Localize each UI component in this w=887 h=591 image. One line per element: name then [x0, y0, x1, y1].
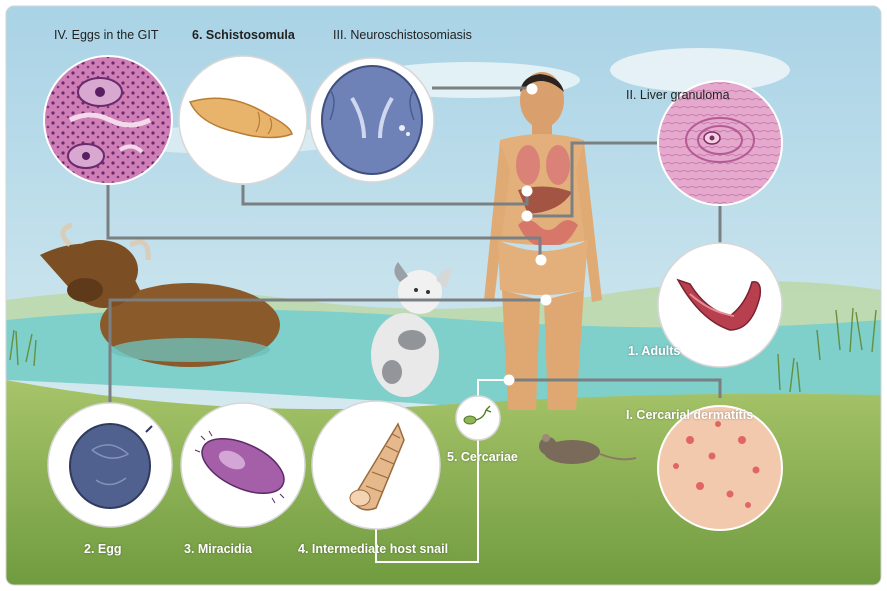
label-eggs-git: IV. Eggs in the GIT	[54, 28, 158, 42]
eggs-git-circle	[44, 56, 172, 184]
label-neuro: III. Neuroschistosomiasis	[333, 28, 472, 42]
neuro-circle	[310, 58, 434, 182]
label-adults: 1. Adults	[628, 344, 680, 358]
dermatitis-circle	[658, 406, 782, 530]
label-dermatitis: I. Cercarial dermatitis	[626, 408, 753, 422]
label-snail: 4. Intermediate host snail	[298, 542, 448, 556]
egg-icon	[70, 424, 152, 508]
cercariae-circle	[456, 396, 500, 440]
schistosomula-circle	[179, 56, 307, 184]
egg-circle	[48, 403, 172, 527]
label-liver: II. Liver granuloma	[626, 88, 730, 102]
label-egg: 2. Egg	[84, 542, 122, 556]
snail-circle	[312, 401, 440, 529]
label-miracidia: 3. Miracidia	[184, 542, 252, 556]
brain-icon	[322, 66, 422, 174]
miracidia-circle	[181, 403, 305, 527]
label-cercariae: 5. Cercariae	[447, 450, 518, 464]
label-schistosomula: 6. Schistosomula	[192, 28, 295, 42]
